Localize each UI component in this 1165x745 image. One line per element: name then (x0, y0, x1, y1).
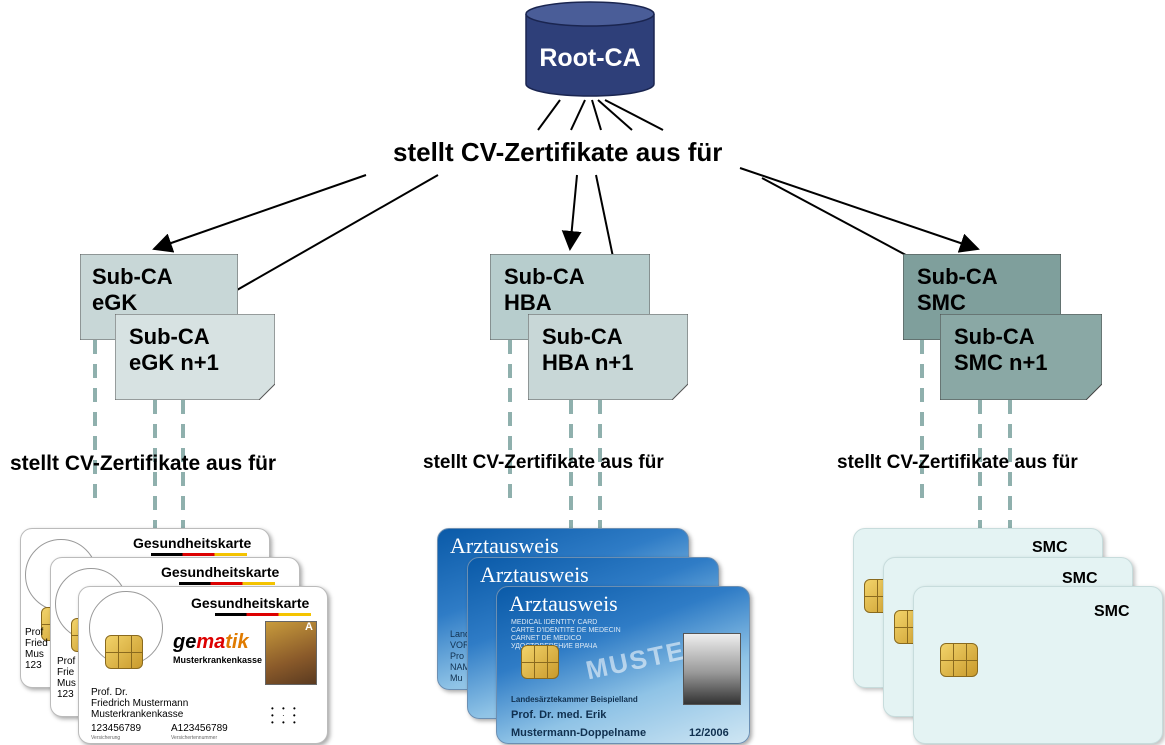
dashed-issue-arrows (93, 340, 1012, 566)
card-number-left: 123456789 (91, 723, 142, 734)
holder-line1: Prof. Dr. (91, 687, 128, 698)
smc-card-3: SMC (913, 586, 1163, 744)
sub-ca-hba-next: Sub-CA HBA n+1 (528, 314, 688, 400)
holder-line3: Musterkrankenkasse (91, 709, 184, 720)
issues-label-hba: stellt CV-Zertifikate aus für (423, 452, 664, 473)
hba-name-line2: Mustermann-Doppelname (511, 727, 647, 739)
caption-right: Versichertennummer (171, 735, 218, 741)
hba-card-title: Arztausweis (480, 562, 589, 587)
egk-card-3: Gesundheitskarte gematik Musterkrankenka… (78, 586, 328, 744)
hba-back-text: Land VORN Pro NAME Mu (450, 629, 477, 683)
braille-dots: • • •• · •• • • (271, 704, 299, 727)
card-number-right: A123456789 (171, 723, 228, 734)
hba-chamber: Landesärztekammer Beispielland (511, 695, 638, 704)
hba-card-title: Arztausweis (450, 533, 559, 558)
egk-card-title: Gesundheitskarte (161, 564, 280, 580)
sub-ca-egk-next-label: Sub-CA eGK n+1 (129, 324, 219, 375)
sub-ca-smc-next: Sub-CA SMC n+1 (940, 314, 1102, 400)
sub-ca-smc-label: Sub-CA SMC (917, 264, 998, 315)
sub-ca-egk-next: Sub-CA eGK n+1 (115, 314, 275, 400)
egk-insurer: Musterkrankenkasse (173, 655, 263, 665)
hba-valid: 12/2006 (689, 727, 729, 739)
issues-label-top: stellt CV-Zertifikate aus für (393, 137, 723, 167)
holder-line2: Friedrich Mustermann (91, 698, 189, 709)
sub-ca-egk-label: Sub-CA eGK (92, 264, 173, 315)
egk-back-text: Prof Fried Mus 123 (25, 627, 48, 671)
egk-mid-text: Prof Frie Mus 123 (57, 656, 76, 700)
holder-photo (683, 633, 741, 705)
root-ca-node: Root-CA (520, 0, 660, 100)
sub-ca-hba-next-label: Sub-CA HBA n+1 (542, 324, 634, 375)
sub-ca-hba-label: Sub-CA HBA (504, 264, 585, 315)
caption-left: Versicherung (91, 735, 121, 741)
hba-card-title: Arztausweis (509, 591, 618, 616)
holder-photo (265, 621, 317, 685)
smc-card-label: SMC (1032, 539, 1068, 556)
hba-card-3: Arztausweis MEDICAL IDENTITY CARD CARTE … (496, 586, 750, 744)
egk-card-title: Gesundheitskarte (191, 595, 310, 611)
hba-name-line1: Prof. Dr. med. Erik (511, 709, 607, 721)
gematik-logo: gematik (173, 631, 249, 653)
egk-card-title: Gesundheitskarte (133, 535, 252, 551)
smc-card-label: SMC (1094, 603, 1130, 620)
photo-badge: A (305, 621, 313, 633)
issues-label-smc: stellt CV-Zertifikate aus für (837, 452, 1078, 473)
database-cylinder-icon (525, 1, 655, 97)
sub-ca-smc-next-label: Sub-CA SMC n+1 (954, 324, 1048, 375)
smc-card-label: SMC (1062, 570, 1098, 587)
root-ca-label: Root-CA (539, 44, 641, 72)
issues-label-egk: stellt CV-Zertifikate aus für (10, 452, 277, 475)
